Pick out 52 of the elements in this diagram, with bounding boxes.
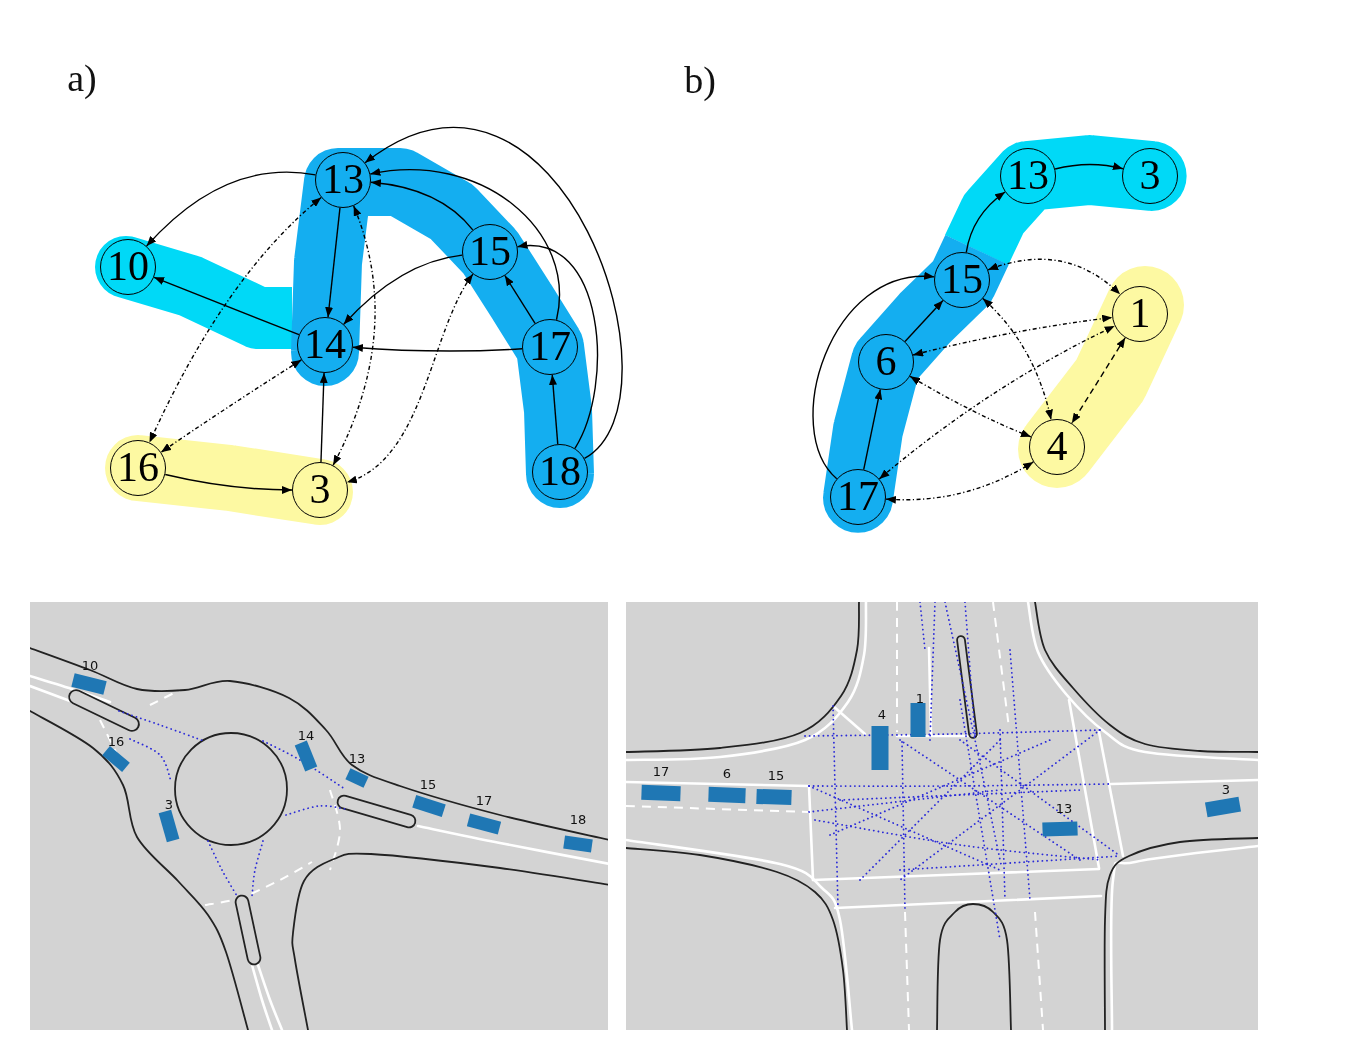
dashed-double-arrow <box>912 314 1113 357</box>
arrow <box>343 254 463 325</box>
dashed-double-arrow <box>878 325 1116 480</box>
arrow <box>516 242 598 450</box>
arrow <box>549 374 559 445</box>
arrow <box>965 191 1006 254</box>
arrow <box>369 168 561 321</box>
panel-label: a) <box>67 59 97 97</box>
dashed-double-arrow <box>885 461 1034 504</box>
vehicle-number: 3 <box>164 797 174 811</box>
arrow <box>352 343 523 352</box>
dashed-double-arrow <box>160 359 303 453</box>
vehicle-number: 16 <box>107 734 125 748</box>
vehicle-number: 15 <box>767 768 785 782</box>
vehicle-number: 3 <box>1221 782 1231 796</box>
vehicle-number: 13 <box>348 751 366 765</box>
cluster-highlight <box>105 435 353 525</box>
dashed-double-arrow <box>1071 337 1126 424</box>
dashed-double-arrow <box>346 273 474 483</box>
arrow <box>319 372 328 463</box>
vehicle-number: 1 <box>915 691 925 705</box>
vehicle-number: 10 <box>81 658 99 672</box>
arrow <box>370 179 474 231</box>
dashed-double-arrow <box>982 297 1053 421</box>
dashed-double-arrow <box>332 205 376 466</box>
cluster-highlight <box>823 235 1009 533</box>
arrow <box>145 171 317 247</box>
cluster-highlight <box>945 135 1187 265</box>
arrow <box>812 273 935 480</box>
arrow <box>904 299 944 343</box>
arrow <box>1054 162 1124 171</box>
vehicle-number: 18 <box>569 812 587 826</box>
dashed-double-arrow <box>909 375 1032 438</box>
arrow <box>504 274 536 325</box>
arrow <box>364 126 623 460</box>
arrow <box>863 388 883 471</box>
cluster-highlight <box>1018 266 1184 488</box>
vehicle-number: 17 <box>475 793 493 807</box>
panel-label: b) <box>684 61 716 99</box>
vehicle-number: 13 <box>1055 801 1073 815</box>
vehicle-number: 14 <box>297 728 315 742</box>
vehicle-number: 17 <box>652 764 670 778</box>
arrow <box>153 276 300 336</box>
dashed-double-arrow <box>148 196 322 444</box>
arrow <box>164 473 293 494</box>
arrow <box>325 207 341 318</box>
vehicle-number: 4 <box>877 707 887 721</box>
cluster-highlight <box>95 236 292 349</box>
vehicle-number: 15 <box>419 777 437 791</box>
dashed-double-arrow <box>987 258 1121 296</box>
vehicle-number: 6 <box>722 766 732 780</box>
cluster-highlight <box>291 148 594 508</box>
